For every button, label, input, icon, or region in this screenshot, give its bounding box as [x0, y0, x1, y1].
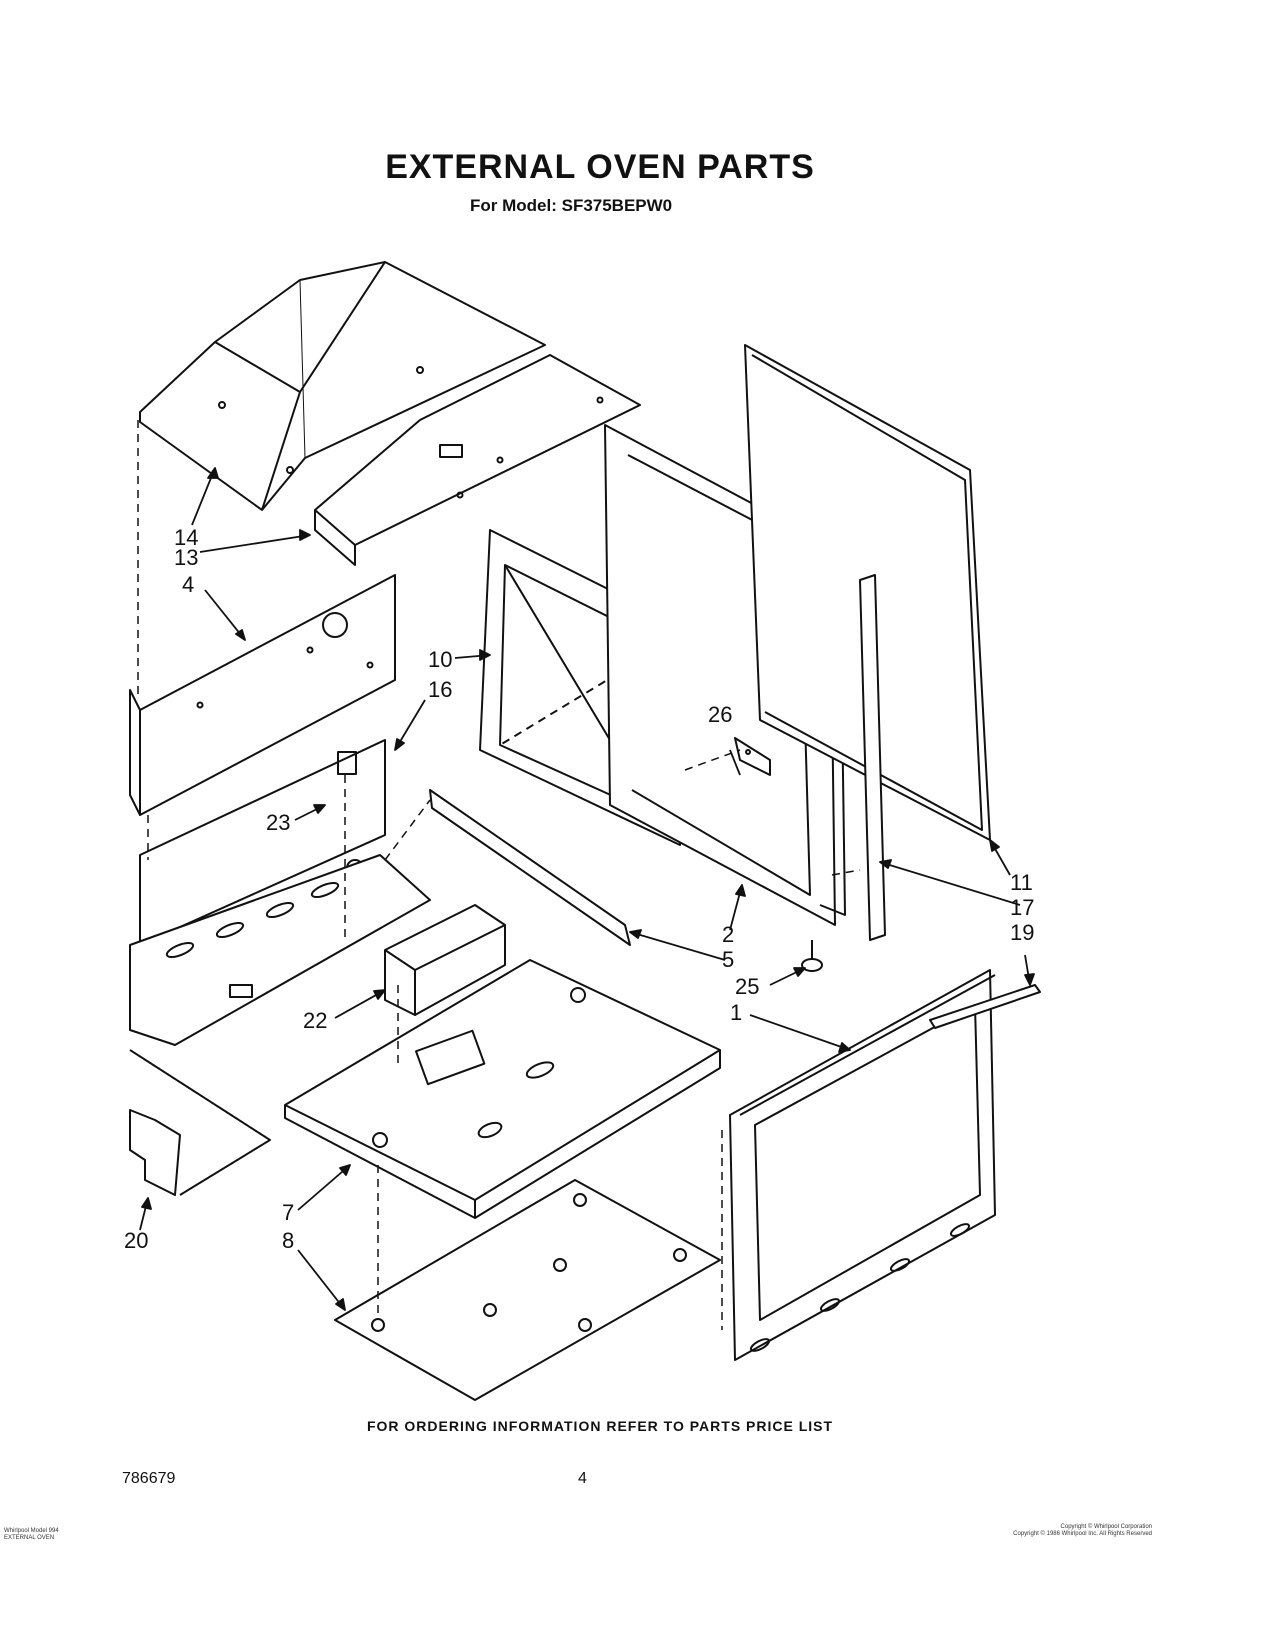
part-20-bracket [129, 1049, 271, 1196]
label-1: 1 [730, 1000, 742, 1025]
part-labels: 14 13 4 10 16 26 23 11 17 19 2 5 25 1 22… [124, 525, 1034, 1253]
part-5-rail [429, 789, 631, 946]
fine-print-left: Whirlpool Model 994 EXTERNAL OVEN [4, 1528, 59, 1541]
part-22-shield [384, 904, 506, 1016]
label-17: 17 [1010, 895, 1034, 920]
label-7: 7 [282, 1200, 294, 1225]
label-25: 25 [735, 974, 759, 999]
fine-print-right: Copyright © Whirlpool Corporation Copyri… [1013, 1524, 1152, 1537]
label-16: 16 [428, 677, 452, 702]
part-1-outer-door [729, 969, 996, 1361]
leader-lines [139, 467, 1035, 1311]
ordering-note: FOR ORDERING INFORMATION REFER TO PARTS … [366, 1418, 834, 1434]
label-5: 5 [722, 947, 734, 972]
label-11: 11 [1010, 870, 1033, 895]
label-8: 8 [282, 1228, 294, 1253]
label-23: 23 [266, 810, 290, 835]
document-number: 786679 [122, 1470, 176, 1487]
label-4: 4 [182, 572, 194, 597]
label-26: 26 [708, 702, 732, 727]
part-16-lower-panel [139, 739, 386, 946]
page-title: EXTERNAL OVEN PARTS [385, 148, 815, 186]
oven-base-frame [129, 854, 431, 1046]
part-17-trim-strip [859, 574, 886, 941]
part-8-base-plate [334, 1179, 721, 1401]
part-26-bracket [734, 737, 771, 776]
label-13: 13 [174, 545, 198, 570]
alignment-lines [137, 420, 861, 1330]
part-25-hinge [801, 940, 823, 972]
part-14-top-cover [139, 261, 546, 511]
label-22: 22 [303, 1008, 327, 1033]
label-2: 2 [722, 922, 734, 947]
part-4-rear-panel [129, 574, 396, 816]
model-subtitle: For Model: SF375BEPW0 [470, 196, 673, 215]
label-19: 19 [1010, 920, 1034, 945]
label-20: 20 [124, 1228, 148, 1253]
label-10: 10 [428, 647, 452, 672]
page-number: 4 [578, 1470, 587, 1487]
part-7-bottom-tray [284, 959, 721, 1219]
part-19-strip [929, 984, 1041, 1029]
part-13-front-cover [314, 354, 641, 566]
label-14: 14 [174, 525, 198, 550]
